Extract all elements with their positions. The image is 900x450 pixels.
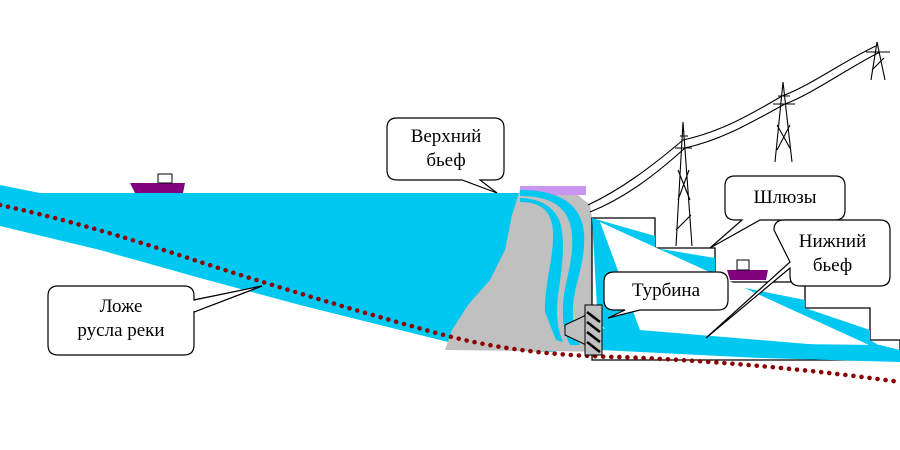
power-pylon-icon	[773, 81, 795, 163]
tailwater	[600, 328, 900, 362]
power-pylon-icon	[866, 41, 890, 81]
callout-turbine	[603, 271, 729, 319]
intake-conduit	[520, 190, 585, 345]
locks-water-highlight	[600, 222, 880, 350]
callout-locks	[709, 175, 846, 249]
turbine-icon	[564, 304, 603, 356]
callout-riverbed	[47, 285, 263, 356]
boat-icon	[130, 173, 185, 193]
callout-lower-pool	[705, 219, 891, 339]
power-line	[587, 44, 879, 206]
callout-upper-pool	[386, 117, 505, 194]
boat-icon	[727, 259, 768, 280]
power-line	[589, 51, 881, 213]
riverbed-line	[0, 202, 900, 385]
power-pylon-icon	[675, 121, 693, 247]
intake-inner	[520, 198, 563, 342]
upper-reservoir-water	[0, 185, 572, 352]
dam-crest	[520, 186, 586, 195]
